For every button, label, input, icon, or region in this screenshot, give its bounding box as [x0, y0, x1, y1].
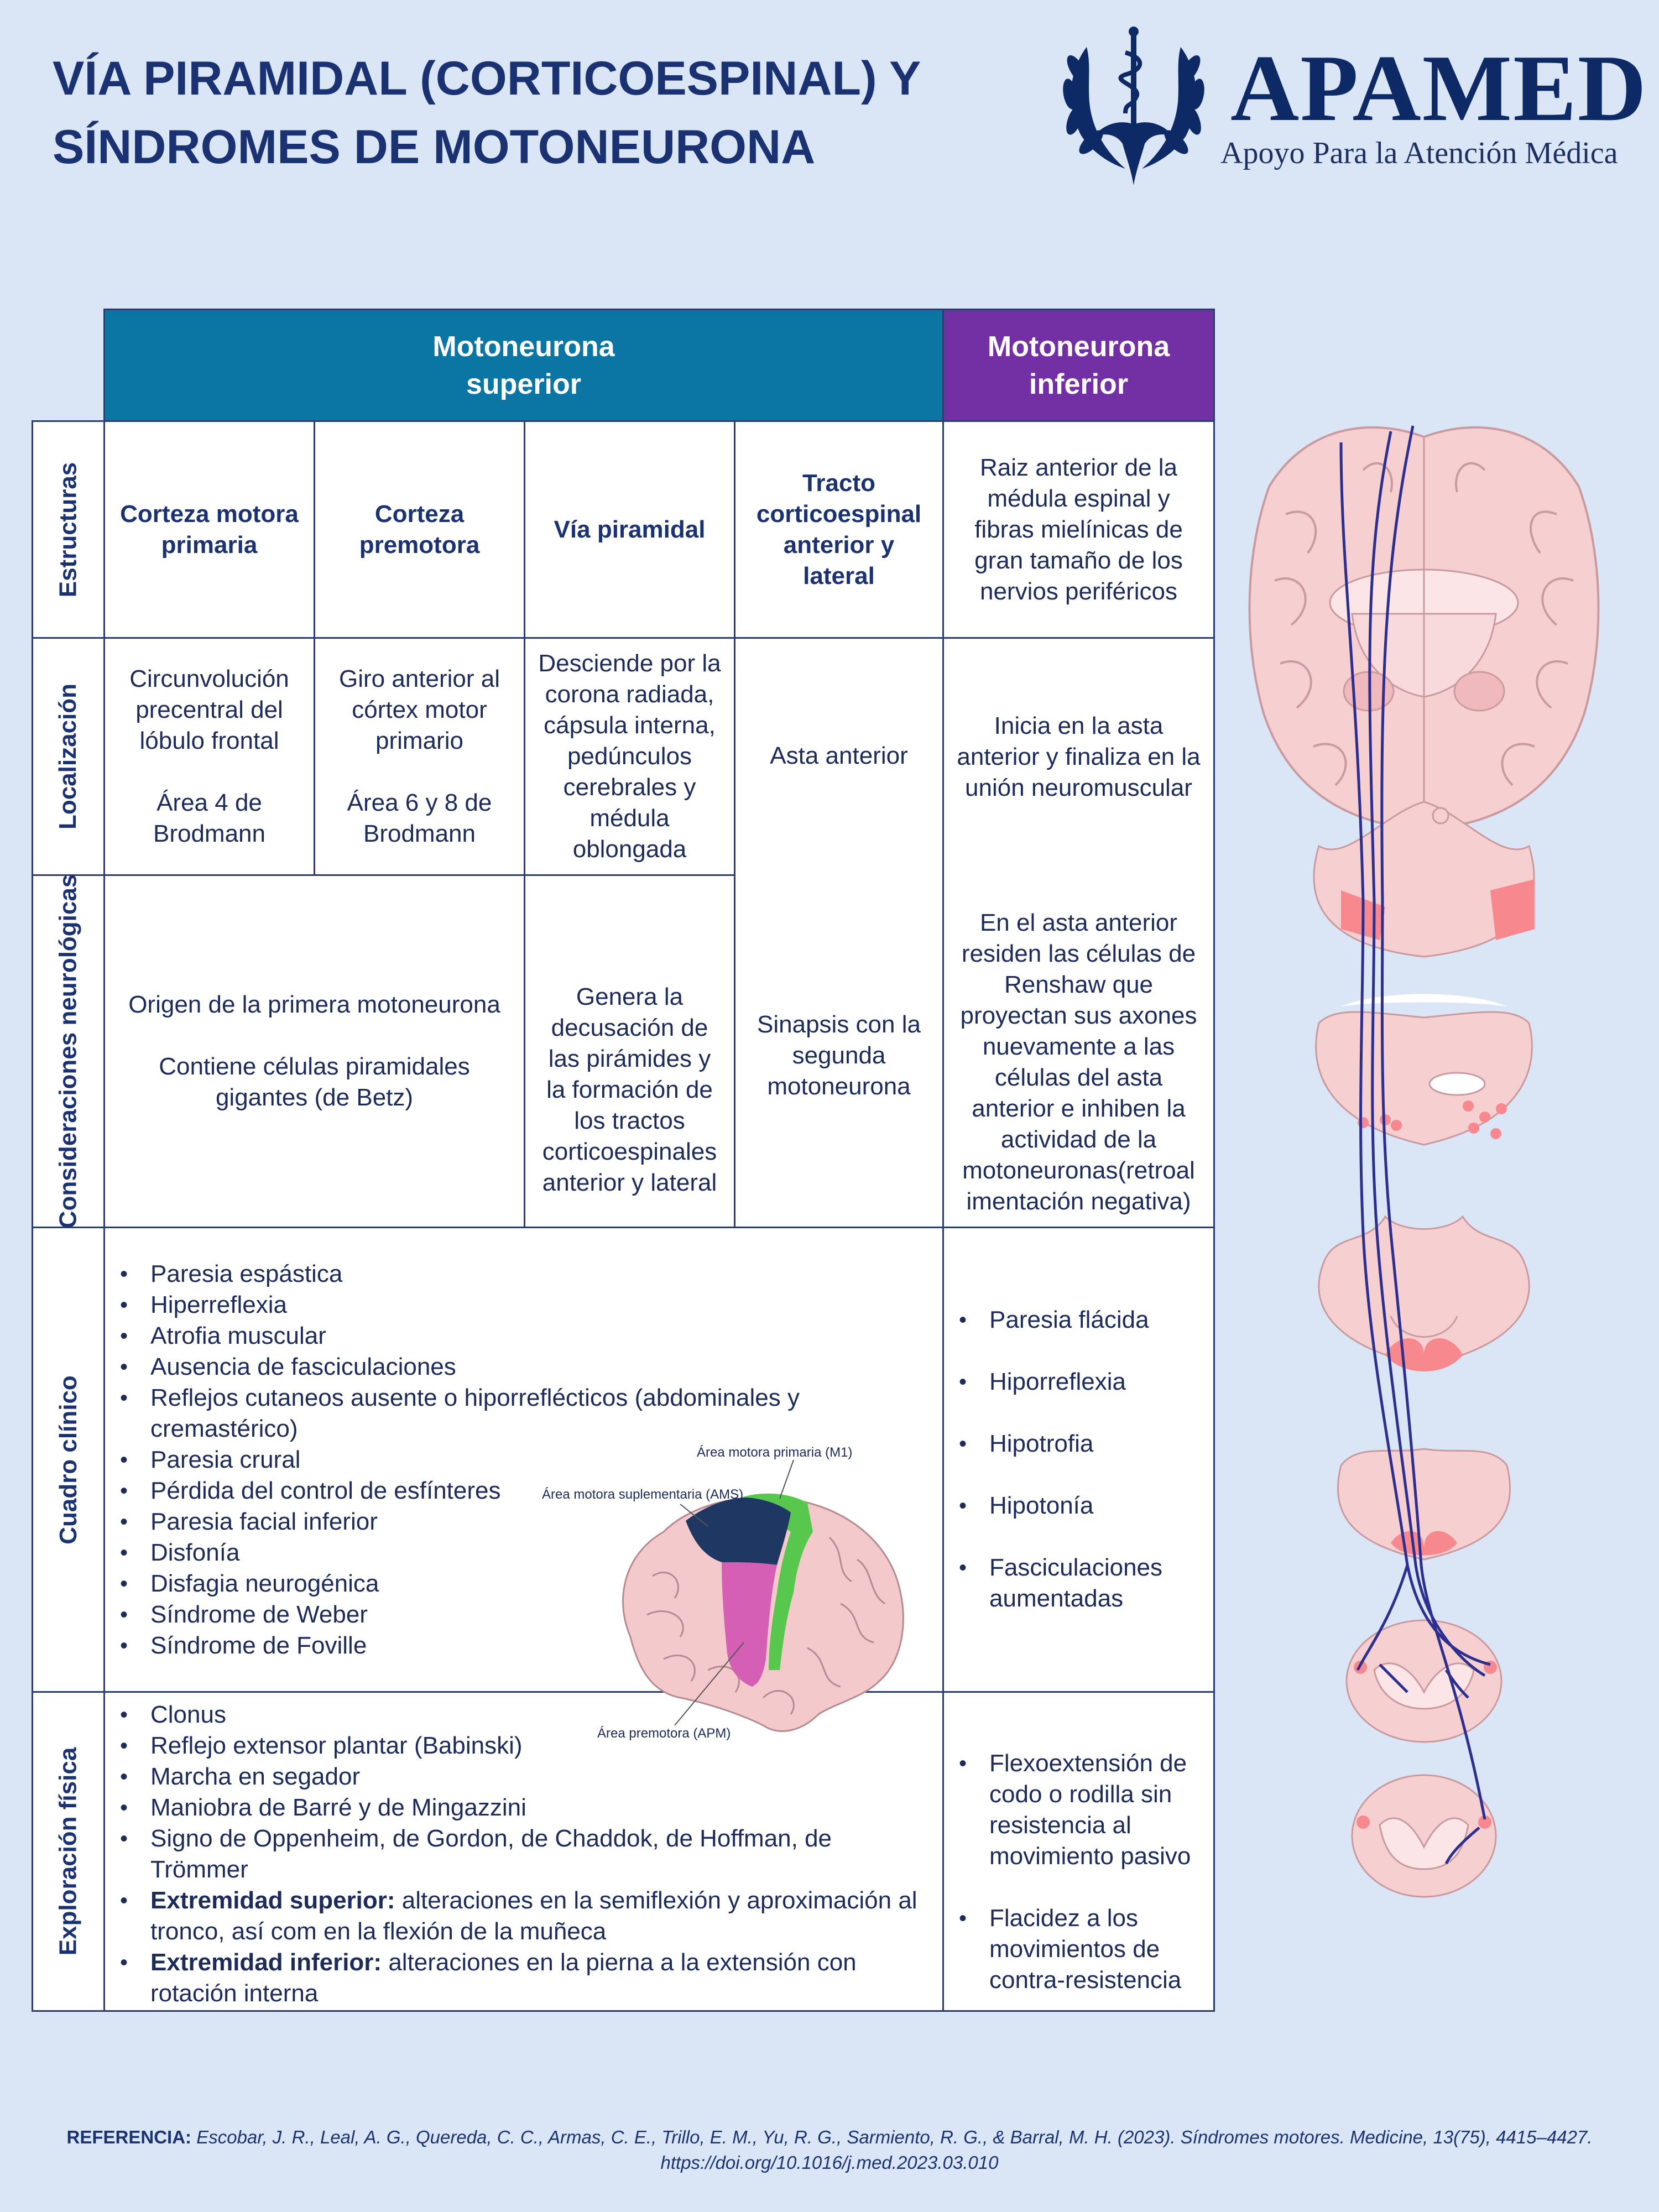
- medulla-upper-section: [1318, 1215, 1530, 1371]
- extremidad-inferior-item: Extremidad inferior: alteraciones en la …: [120, 1947, 931, 2009]
- title-line-2: SÍNDROMES DE MOTONEURONA: [53, 121, 816, 174]
- exploracion-superior-list: ClonusReflejo extensor plantar (Babinski…: [116, 1699, 931, 2009]
- cuadro-superior-item: Hiperreflexia: [120, 1290, 914, 1321]
- estructuras-motoneurona-inferior: Raiz anterior de la médula espinal y fib…: [942, 420, 1215, 639]
- localizacion-corteza-motora: Circunvolución precentral del lóbulo fro…: [103, 637, 315, 876]
- label-area-motora-suplementaria: Área motora suplementaria (AMS): [542, 1487, 744, 1502]
- cuadro-superior-item: Pérdida del control de esfínteres: [120, 1475, 914, 1506]
- header-motoneurona-inferior: Motoneurona inferior: [942, 309, 1215, 422]
- spinal-cord-cervical-section: [1345, 1619, 1503, 1743]
- logo-name: APAMED: [1230, 36, 1648, 141]
- consideraciones-via-piramidal: Genera la decusación de las pirámides y …: [524, 874, 735, 1228]
- localizacion-corteza-premotora: Giro anterior al córtex motor primario Á…: [314, 637, 525, 876]
- row-label-localizacion: Localización: [32, 637, 105, 876]
- consideraciones-tracto: Sinapsis con la segunda motoneurona: [757, 1011, 921, 1100]
- header-motoneurona-superior: Motoneurona superior: [103, 309, 944, 422]
- medulla-lower-section: [1337, 1448, 1511, 1561]
- exploracion-superior-item: Clonus: [120, 1699, 931, 1730]
- cuadro-inferior-item: Hipotonía: [959, 1490, 1202, 1521]
- row-label-exploracion-fisica: Exploración física: [32, 1691, 105, 2012]
- consideraciones-corteza: Origen de la primera motoneurona Contien…: [103, 874, 525, 1228]
- estructuras-corteza-motora: Corteza motora primaria: [103, 420, 315, 639]
- exploracion-superior-item: Signo de Oppenheim, de Gordon, de Chaddo…: [120, 1823, 931, 1885]
- pons-section: [1315, 994, 1533, 1146]
- exploracion-superior-item: Marcha en segador: [120, 1761, 931, 1792]
- estructuras-via-piramidal: Vía piramidal: [524, 420, 735, 639]
- cuadro-superior-item: Paresia facial inferior: [120, 1506, 914, 1537]
- motoneuron-table: Motoneurona superior Motoneurona inferio…: [32, 309, 1215, 2012]
- pathway-svg: [1248, 425, 1600, 1898]
- exploracion-superior-item: Reflejo extensor plantar (Babinski): [120, 1730, 931, 1761]
- consideraciones-motoneurona-inferior: En el asta anterior residen las células …: [960, 909, 1197, 1215]
- cuadro-inferior-list: Paresia flácidaHiporreflexiaHipotrofiaHi…: [955, 1305, 1202, 1645]
- cuadro-superior-item: Paresia espástica: [120, 1259, 914, 1290]
- brain-lateral-illustration: [622, 1459, 904, 1732]
- cuadro-superior-item: Reflejos cutaneos ausente o hiporrefléct…: [120, 1383, 914, 1444]
- localizacion-via-piramidal: Desciende por la corona radiada, cápsula…: [524, 637, 735, 876]
- cuadro-inferior-item: Paresia flácida: [959, 1305, 1202, 1335]
- localizacion-tracto: Asta anterior: [770, 742, 908, 769]
- tracto-column-merged: Asta anterior Sinapsis con la segunda mo…: [734, 637, 944, 1228]
- spinal-cord-lumbar-section: [1351, 1774, 1497, 1898]
- cuadro-superior-item: Síndrome de Foville: [120, 1630, 914, 1661]
- cuadro-superior-item: Síndrome de Weber: [120, 1599, 914, 1630]
- reference-doi[interactable]: https://doi.org/10.1016/j.med.2023.03.01…: [660, 2152, 999, 2173]
- corticospinal-tract-lines: [1339, 425, 1491, 1865]
- exploracion-inferior-item: Flexoextensión de codo o rodilla sin res…: [959, 1748, 1202, 1872]
- estructuras-corteza-premotora: Corteza premotora: [314, 420, 525, 639]
- corticospinal-pathway-illustration: [1225, 404, 1623, 1930]
- exploracion-fisica-inferior: Flexoextensión de codo o rodilla sin res…: [942, 1691, 1215, 2012]
- exploracion-fisica-superior: ClonusReflejo extensor plantar (Babinski…: [103, 1691, 944, 2012]
- row-label-estructuras: Estructuras: [32, 420, 105, 639]
- exploracion-inferior-item: Flacidez a los movimientos de contra-res…: [959, 1903, 1202, 1996]
- logo-tagline: Apoyo Para la Atención Médica: [1220, 136, 1618, 170]
- extremidad-superior-item: Extremidad superior: alteraciones en la …: [120, 1885, 931, 1947]
- cuadro-inferior-item: Hipotrofia: [959, 1428, 1202, 1459]
- localizacion-motoneurona-inferior: Inicia en la asta anterior y finaliza en…: [957, 712, 1201, 801]
- title-line-1: VÍA PIRAMIDAL (CORTICOESPINAL) Y: [53, 52, 921, 105]
- label-area-motora-primaria: Área motora primaria (M1): [697, 1445, 853, 1460]
- cuadro-superior-item: Paresia crural: [120, 1444, 914, 1475]
- cuadro-superior-item: Disfonía: [120, 1537, 914, 1568]
- caduceus-eagle-icon: [1063, 27, 1204, 185]
- reference-label: REFERENCIA:: [66, 2127, 192, 2147]
- cuadro-superior-list: Paresia espásticaHiperreflexiaAtrofia mu…: [116, 1259, 914, 1661]
- exploracion-superior-item: Maniobra de Barré y de Mingazzini: [120, 1792, 931, 1823]
- exploracion-inferior-list: Flexoextensión de codo o rodilla sin res…: [955, 1748, 1202, 2027]
- apamed-logo: APAMED Apoyo Para la Atención Médica: [1048, 25, 1646, 196]
- reference-text: Escobar, J. R., Leal, A. G., Quereda, C.…: [191, 2127, 1593, 2147]
- reference-citation: REFERENCIA: Escobar, J. R., Leal, A. G.,…: [44, 2125, 1615, 2176]
- estructuras-tracto-corticoespinal: Tracto corticoespinal anterior y lateral: [734, 420, 944, 639]
- midbrain-section: [1313, 801, 1535, 958]
- cuadro-clinico-inferior: Paresia flácidaHiporreflexiaHipotrofiaHi…: [942, 1227, 1215, 1693]
- cuadro-superior-item: Atrofia muscular: [120, 1321, 914, 1352]
- cuadro-superior-item: Ausencia de fasciculaciones: [120, 1352, 914, 1383]
- row-label-consideraciones: Consideraciones neurológicas: [32, 874, 105, 1228]
- brain-motor-areas-diagram: Área motora primaria (M1) Área motora su…: [542, 1438, 912, 1747]
- page-title: VÍA PIRAMIDAL (CORTICOESPINAL) Y SÍNDROM…: [53, 44, 1048, 181]
- coronal-brain-section: [1248, 426, 1600, 831]
- row-label-cuadro-clinico: Cuadro clínico: [32, 1227, 105, 1693]
- cuadro-inferior-item: Fasciculaciones aumentadas: [959, 1552, 1202, 1614]
- inferior-column-merged: Inicia en la asta anterior y finaliza en…: [942, 637, 1215, 1228]
- cuadro-inferior-item: Hiporreflexia: [959, 1366, 1202, 1397]
- label-area-premotora: Área premotora (APM): [597, 1726, 731, 1741]
- cuadro-superior-item: Disfagia neurogénica: [120, 1568, 914, 1599]
